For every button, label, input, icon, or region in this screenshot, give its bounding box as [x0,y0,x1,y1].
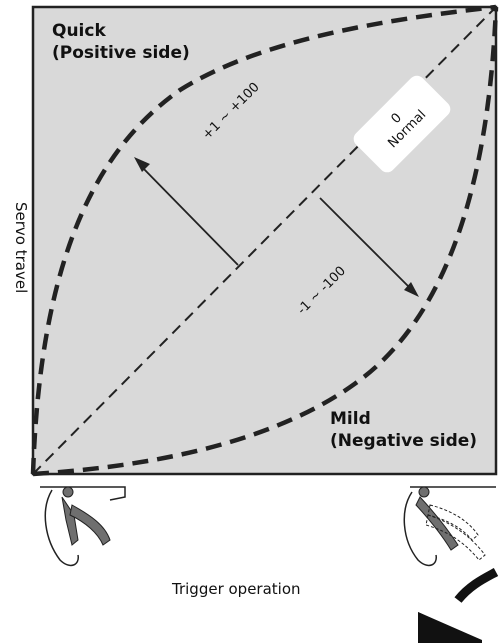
mild-subtitle: (Negative side) [330,430,477,452]
mild-label: Mild (Negative side) [330,408,477,452]
y-axis-label: Servo travel [12,202,30,292]
quick-label: Quick (Positive side) [52,20,190,64]
mild-title: Mild [330,408,477,430]
trigger-pulled-icon [404,487,496,600]
direction-triangle-body [418,612,482,643]
x-axis-label: Trigger operation [172,580,301,598]
quick-subtitle: (Positive side) [52,42,190,64]
quick-title: Quick [52,20,190,42]
trigger-rest-icon [40,487,125,565]
